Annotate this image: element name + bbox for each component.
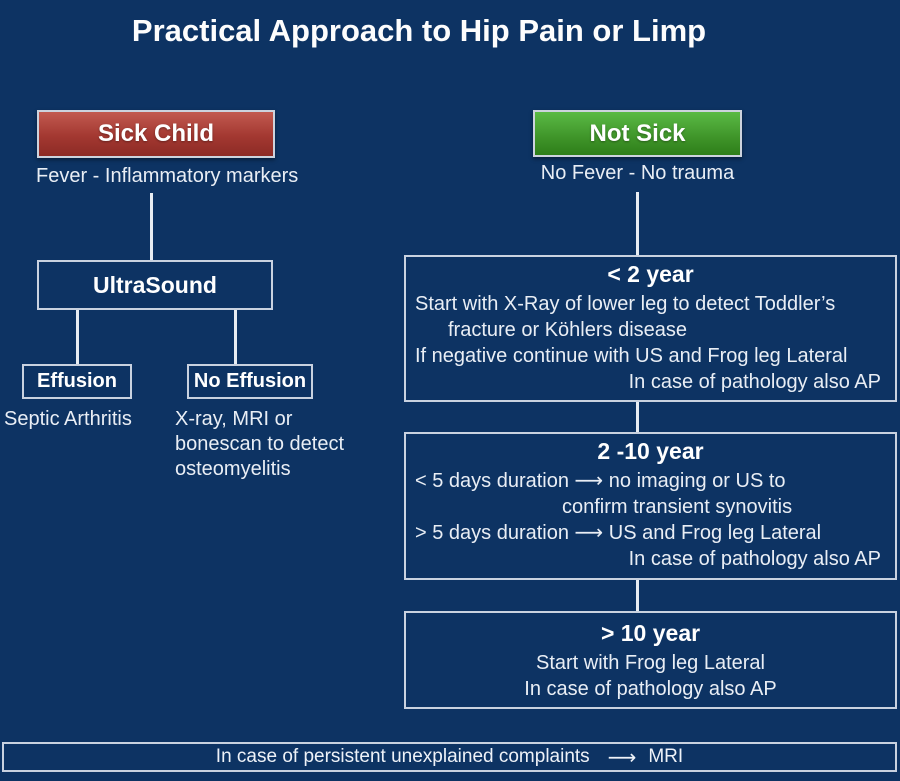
connector-line bbox=[636, 192, 639, 255]
footer-text: In case of persistent unexplained compla… bbox=[215, 746, 590, 767]
age-box-header: < 2 year bbox=[607, 261, 694, 287]
age-box-line: In case of pathology also AP bbox=[524, 678, 777, 700]
age-box-line: > 5 days duration ⟶ US and Frog leg Late… bbox=[415, 522, 822, 544]
sick-child-subtitle: Fever - Inflammatory markers bbox=[36, 165, 299, 187]
connector-line bbox=[636, 402, 639, 432]
age-box-line: Start with Frog leg Lateral bbox=[536, 652, 765, 674]
age-box-2-10: 2 -10 year < 5 days duration ⟶ no imagin… bbox=[404, 432, 897, 580]
sick-child-box: Sick Child bbox=[37, 110, 275, 158]
connector-line bbox=[234, 310, 237, 365]
no-effusion-result-line: osteomyelitis bbox=[175, 458, 291, 480]
age-box-over-10: > 10 year Start with Frog leg Lateral In… bbox=[404, 611, 897, 709]
age-box-header: > 10 year bbox=[600, 620, 701, 646]
footer-banner: In case of persistent unexplained compla… bbox=[2, 742, 897, 772]
no-effusion-result-line: X-ray, MRI or bbox=[175, 408, 293, 430]
page-title: Practical Approach to Hip Pain or Limp bbox=[131, 13, 707, 48]
age-box-line: confirm transient synovitis bbox=[562, 496, 793, 518]
septic-arthritis-result: Septic Arthritis bbox=[4, 408, 132, 430]
age-box-line: In case of pathology also AP bbox=[628, 371, 881, 393]
no-effusion-result-line: bonescan to detect bbox=[175, 433, 345, 455]
effusion-box: Effusion bbox=[22, 364, 132, 399]
connector-line bbox=[150, 193, 153, 261]
age-box-line: fracture or Köhlers disease bbox=[448, 319, 688, 341]
age-box-under-2: < 2 year Start with X-Ray of lower leg t… bbox=[404, 255, 897, 402]
ultrasound-box: UltraSound bbox=[37, 260, 273, 310]
age-box-line: < 5 days duration ⟶ no imaging or US to bbox=[415, 470, 786, 492]
connector-line bbox=[636, 580, 639, 611]
no-effusion-box: No Effusion bbox=[187, 364, 313, 399]
age-box-line: In case of pathology also AP bbox=[628, 548, 881, 570]
not-sick-subtitle: No Fever - No trauma bbox=[540, 162, 735, 184]
age-box-line: If negative continue with US and Frog le… bbox=[415, 345, 848, 367]
not-sick-box: Not Sick bbox=[533, 110, 742, 157]
no-effusion-result: X-ray, MRI or bonescan to detect osteomy… bbox=[175, 407, 365, 482]
age-box-line: Start with X-Ray of lower leg to detect … bbox=[415, 293, 836, 315]
footer-result: MRI bbox=[648, 746, 684, 767]
right-arrow-icon: ⟶ bbox=[607, 746, 637, 769]
age-box-header: 2 -10 year bbox=[597, 438, 704, 464]
connector-line bbox=[76, 310, 79, 365]
